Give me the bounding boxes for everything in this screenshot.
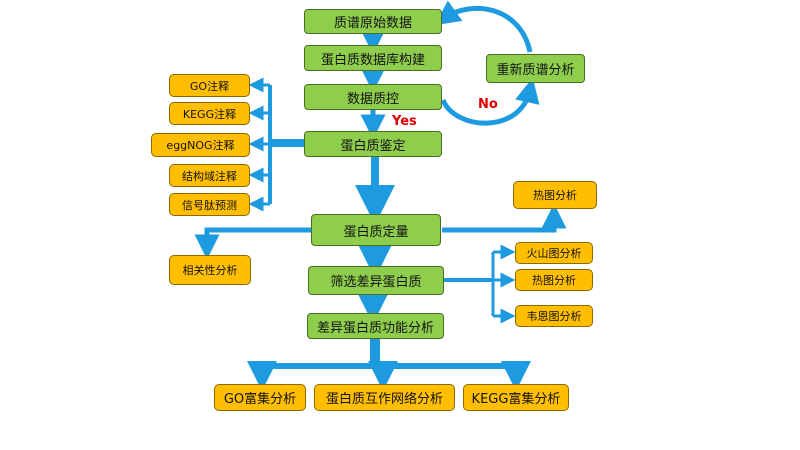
node-identify: 蛋白质鉴定 — [304, 131, 442, 157]
node-volcano: 火山图分析 — [515, 242, 593, 264]
arrow-quant-to-correlation — [194, 227, 312, 260]
node-ppi: 蛋白质互作网络分析 — [314, 384, 455, 411]
node-go-annot: GO注释 — [169, 74, 250, 97]
node-diff-filter: 筛选差异蛋白质 — [308, 266, 444, 295]
node-venn: 韦恩图分析 — [515, 305, 593, 327]
arrow-qc-to-reanalysis — [440, 77, 540, 126]
node-reanalysis: 重新质谱分析 — [486, 54, 585, 83]
node-heatmap-diff: 热图分析 — [515, 269, 593, 291]
node-heatmap-top: 热图分析 — [513, 181, 597, 209]
node-db-build: 蛋白质数据库构建 — [304, 45, 442, 71]
label-no: No — [478, 97, 498, 112]
arrow-quant-to-heatmap — [442, 203, 567, 233]
node-qc: 数据质控 — [304, 84, 442, 110]
node-raw-data: 质谱原始数据 — [304, 9, 442, 34]
node-signal-pred: 信号肽预测 — [169, 193, 250, 216]
node-func-analysis: 差异蛋白质功能分析 — [307, 313, 444, 339]
node-quant: 蛋白质定量 — [311, 214, 441, 246]
node-kegg-enrich: KEGG富集分析 — [463, 384, 569, 411]
label-yes: Yes — [392, 114, 417, 129]
node-domain-annot: 结构域注释 — [169, 164, 250, 187]
node-eggnog-annot: eggNOG注释 — [151, 133, 250, 157]
node-go-enrich: GO富集分析 — [214, 384, 306, 411]
node-correlation: 相关性分析 — [169, 255, 251, 285]
node-kegg-annot: KEGG注释 — [169, 102, 250, 125]
arrow-reanalysis-to-raw — [434, 0, 533, 53]
